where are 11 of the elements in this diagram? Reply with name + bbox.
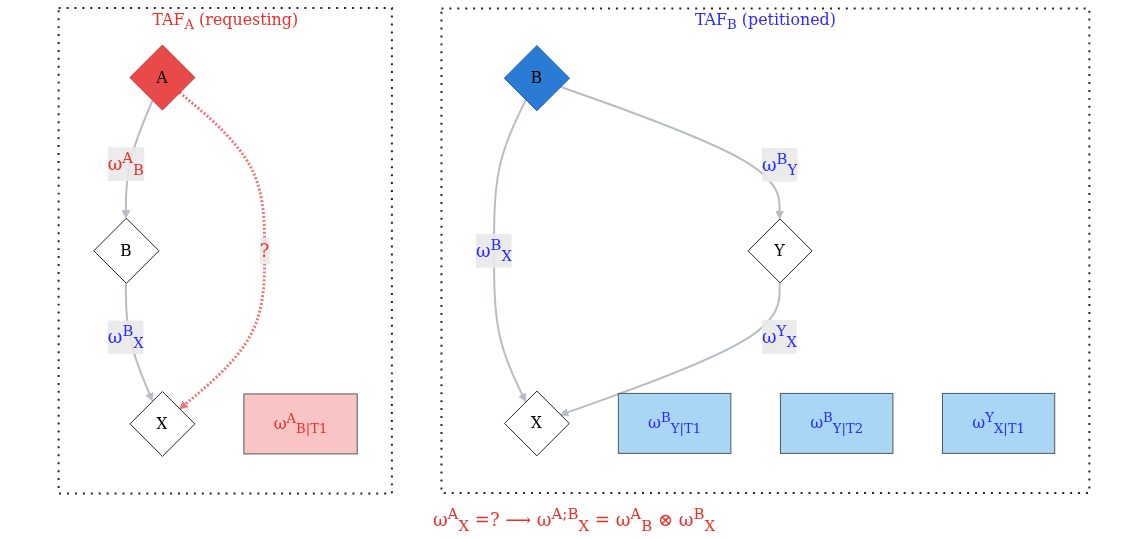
node-diamond: A [129,44,196,111]
node-diamond: B [93,217,160,284]
arrow [178,91,267,410]
node-diamond: X [504,390,570,457]
arrow [493,99,527,403]
arrow [559,281,781,417]
node-diamond: B [503,45,570,112]
edge-label: ? [259,240,270,262]
node-diamond: X [129,391,196,457]
arrow [559,85,784,220]
node-diamond: Y [747,218,813,284]
